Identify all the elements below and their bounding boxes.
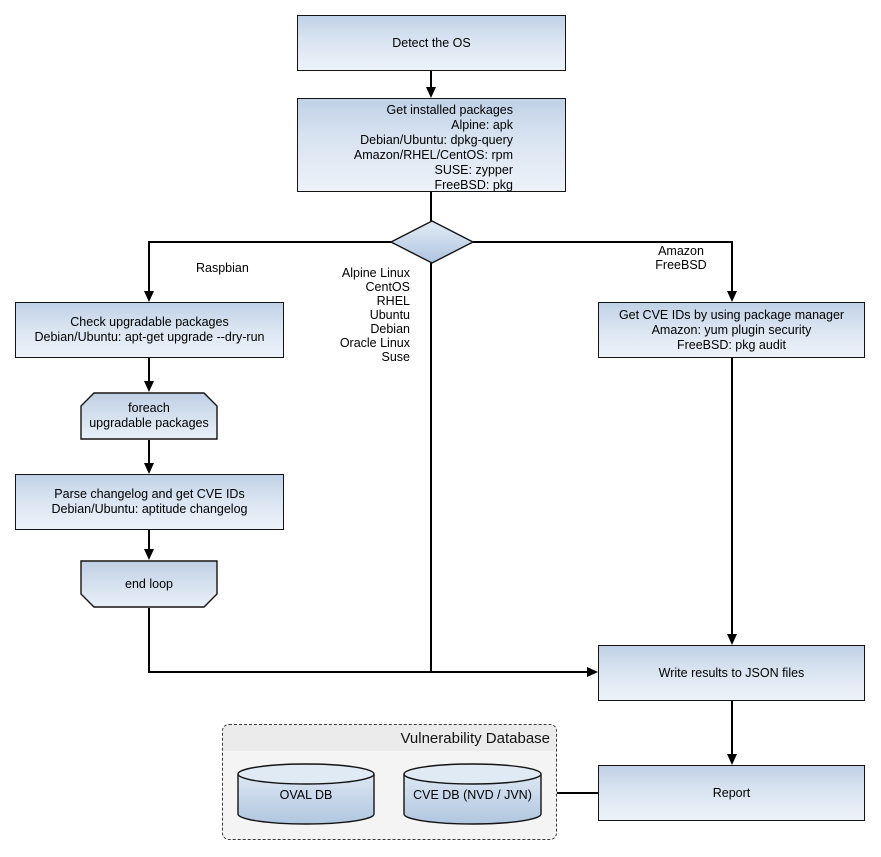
arrowhead-into-parse [144, 463, 154, 474]
node-detect-os: Detect the OS [297, 15, 566, 71]
edge-to-write-results [148, 671, 589, 673]
oval-db-label: OVAL DB [237, 775, 375, 815]
node-get-installed-packages: Get installed packages Alpine: apk Debia… [297, 98, 566, 192]
edge-check-to-foreach [148, 358, 150, 383]
node-label: Write results to JSON files [658, 665, 805, 680]
edge-detect-to-packages [430, 71, 432, 89]
edge-write-to-report [731, 701, 733, 757]
node-label: Detect the OS [392, 35, 471, 50]
edge-label-text: Raspbian [196, 261, 249, 275]
node-foreach-label: foreach upgradable packages [80, 392, 218, 440]
node-label: foreach [128, 401, 170, 415]
cve-db-label: CVE DB (NVD / JVN) [403, 775, 542, 815]
node-label: Get CVE IDs by using package manager [618, 307, 845, 322]
arrowhead-into-packages [426, 87, 436, 98]
node-label: Report [712, 785, 751, 800]
os-name: CentOS [365, 280, 410, 294]
node-label: SUSE: zypper [434, 163, 513, 177]
arrowhead-into-report [727, 754, 737, 765]
os-name: Alpine Linux [341, 266, 410, 280]
edge-decision-left [148, 241, 392, 243]
edge-getcve-to-write [731, 358, 733, 637]
arrowhead-into-write-top [727, 634, 737, 645]
node-label: Get installed packages [386, 103, 513, 117]
arrowhead-into-foreach [144, 381, 154, 392]
arrowhead-into-endloop [144, 549, 154, 560]
node-label: Amazon/RHEL/CentOS: rpm [353, 148, 513, 162]
edge-foreach-to-parse [148, 440, 150, 465]
node-write-results: Write results to JSON files [598, 645, 865, 701]
cve-db-cylinder-icon [403, 763, 542, 825]
edge-down-to-check-upgradable [148, 241, 150, 293]
node-check-upgradable: Check upgradable packages Debian/Ubuntu:… [15, 302, 284, 358]
os-name: Ubuntu [369, 308, 410, 322]
node-label: Debian/Ubuntu: aptitude changelog [51, 502, 248, 516]
node-parse-changelog: Parse changelog and get CVE IDs Debian/U… [15, 474, 284, 530]
edge-down-to-get-cve [731, 241, 733, 293]
os-name: Debian [370, 322, 410, 336]
edge-cvedb-to-report [542, 792, 598, 794]
os-name: FreeBSD [655, 258, 707, 272]
arrowhead-into-get-cve [727, 291, 737, 302]
node-report: Report [598, 765, 865, 821]
node-foreach-shape [80, 392, 218, 440]
os-name: Oracle Linux [339, 336, 410, 350]
database-name: OVAL DB [279, 787, 333, 802]
arrowhead-into-write-results [587, 667, 598, 677]
node-label: upgradable packages [89, 416, 209, 430]
node-label: FreeBSD: pkg [434, 178, 513, 192]
group-title-bar: Vulnerability Database [223, 725, 556, 751]
edge-label-raspbian: Raspbian [196, 261, 249, 275]
edge-endloop-down [148, 608, 150, 673]
edge-decision-right [472, 241, 732, 243]
node-label: Alpine: apk [451, 118, 513, 132]
node-label: FreeBSD: pkg audit [676, 337, 787, 352]
node-label: Check upgradable packages [70, 315, 229, 329]
edge-packages-to-decision [430, 192, 432, 221]
decision-diamond [389, 220, 475, 264]
os-name: Amazon [658, 244, 704, 258]
node-label: Debian/Ubuntu: apt-get upgrade --dry-run [34, 330, 265, 344]
arrowhead-into-check-upgradable [144, 291, 154, 302]
edge-parse-to-endloop [148, 530, 150, 551]
os-name: Suse [381, 350, 411, 364]
oval-db-cylinder-icon [237, 763, 375, 825]
node-label: Amazon: yum plugin security [651, 322, 812, 337]
node-label: Debian/Ubuntu: dpkg-query [360, 133, 513, 147]
os-name: RHEL [376, 294, 410, 308]
node-get-cve-ids: Get CVE IDs by using package manager Ama… [598, 302, 865, 358]
database-name: CVE DB (NVD / JVN) [413, 787, 532, 802]
node-label: end loop [125, 576, 173, 591]
edge-label-pkg-manager-family: Amazon FreeBSD [631, 244, 731, 272]
edge-decision-straight-down [430, 262, 432, 673]
node-endloop-label: end loop [80, 560, 218, 608]
edge-label-apt-family: Alpine Linux CentOS RHEL Ubuntu Debian O… [300, 266, 410, 364]
node-label: Parse changelog and get CVE IDs [54, 487, 245, 501]
group-title: Vulnerability Database [400, 729, 550, 747]
node-endloop-shape [80, 560, 218, 608]
